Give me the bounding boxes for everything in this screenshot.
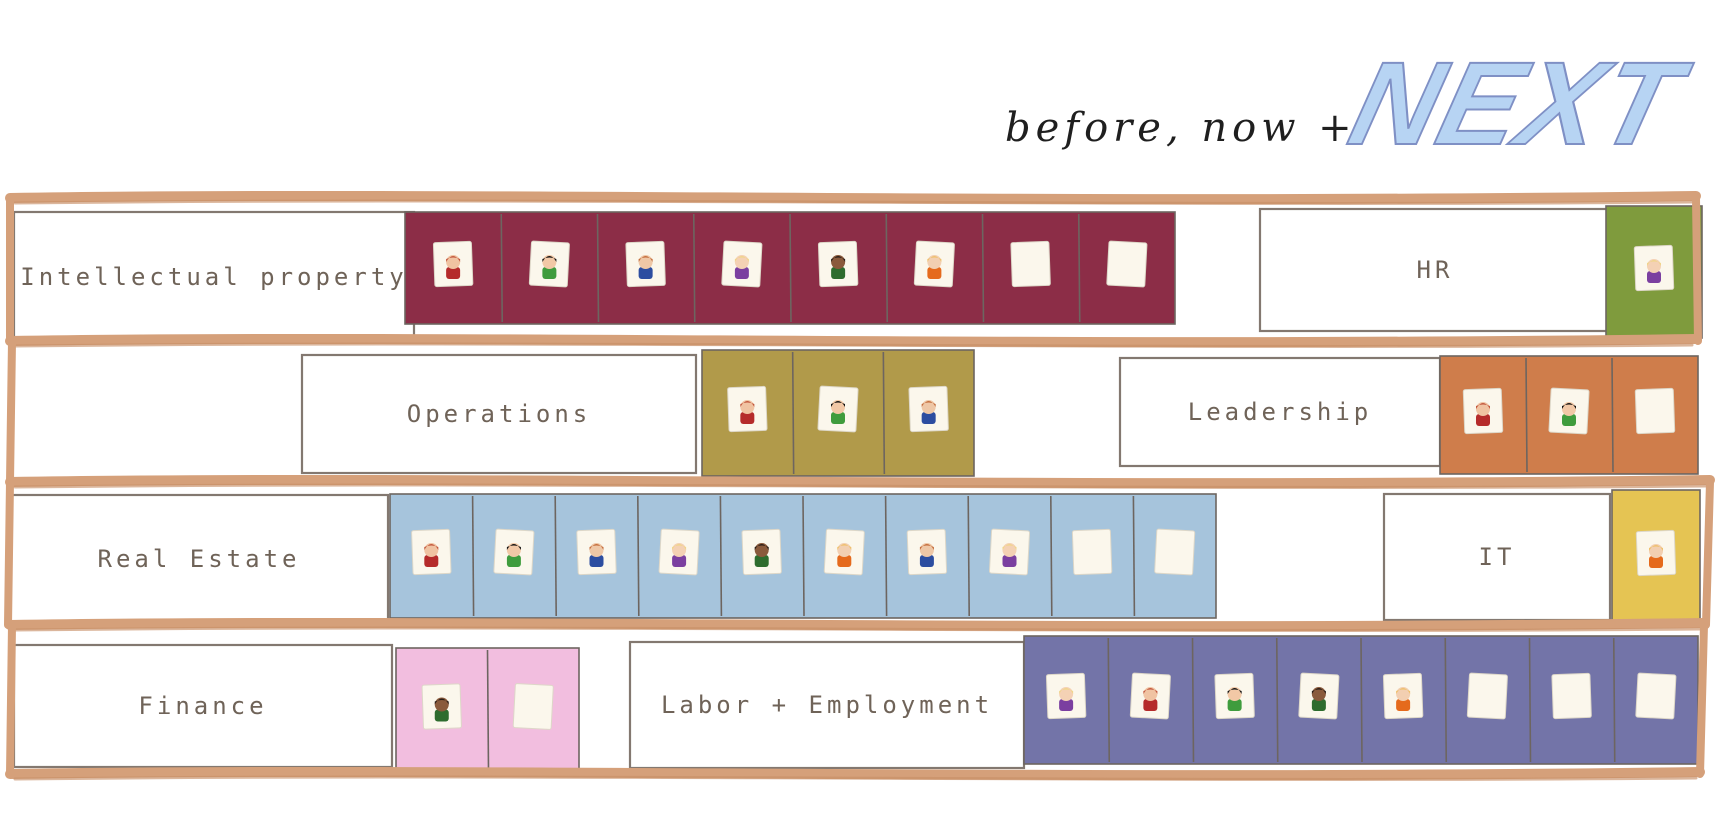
cell-divider bbox=[883, 352, 884, 474]
cell-divider bbox=[1133, 496, 1134, 616]
cell-divider bbox=[1445, 638, 1446, 762]
cell-divider bbox=[1277, 638, 1278, 762]
empty-seat-card bbox=[1636, 673, 1676, 719]
row-label-hr: HR bbox=[1417, 256, 1454, 284]
shelf-side-6 bbox=[1706, 482, 1710, 625]
shelf-plank-5 bbox=[10, 772, 1700, 775]
shelf-plank-4 bbox=[10, 623, 1704, 626]
cell-divider bbox=[1051, 496, 1052, 616]
shelf-side-4 bbox=[10, 625, 12, 774]
empty-seat-card bbox=[1467, 673, 1507, 719]
cell-divider bbox=[1361, 638, 1362, 762]
cell-divider bbox=[1614, 638, 1615, 762]
row-label-ip: Intellectual property bbox=[20, 263, 407, 291]
row-label-operations: Operations bbox=[407, 400, 592, 428]
cell-divider bbox=[555, 496, 556, 616]
row-label-leadership: Leadership bbox=[1188, 398, 1373, 426]
row-label-real-estate: Real Estate bbox=[98, 545, 301, 573]
empty-seat-card bbox=[1552, 673, 1592, 718]
cell-divider bbox=[886, 214, 887, 322]
shelf-plank-2 bbox=[10, 339, 1696, 342]
shelf-side-3 bbox=[8, 482, 10, 625]
shelf-plank-3 bbox=[10, 480, 1710, 483]
shelf-side-5 bbox=[1696, 198, 1698, 341]
cell-divider bbox=[1530, 638, 1531, 762]
row-label-it: IT bbox=[1479, 543, 1516, 571]
cell-divider bbox=[1108, 638, 1109, 762]
cell-divider bbox=[598, 214, 599, 322]
empty-seat-card bbox=[513, 684, 553, 730]
cell-divider bbox=[793, 352, 794, 474]
row-label-finance: Finance bbox=[138, 692, 267, 720]
empty-seat-card bbox=[1011, 241, 1051, 286]
cell-divider bbox=[1193, 638, 1194, 762]
cell-divider bbox=[886, 496, 887, 616]
row-label-labor-employment: Labor + Employment bbox=[661, 691, 993, 719]
empty-seat-card bbox=[1155, 529, 1195, 575]
empty-seat-card bbox=[1635, 388, 1675, 433]
empty-seat-card bbox=[1107, 241, 1147, 287]
cell-divider bbox=[1526, 358, 1527, 472]
empty-seat-card bbox=[1072, 529, 1112, 574]
cell-divider bbox=[720, 496, 721, 616]
cell-divider bbox=[473, 496, 474, 616]
cell-divider bbox=[968, 496, 969, 616]
cell-divider bbox=[983, 214, 984, 322]
cell-divider bbox=[790, 214, 791, 322]
cell-divider bbox=[501, 214, 502, 322]
cell-divider bbox=[1612, 358, 1613, 472]
cell-divider bbox=[488, 650, 489, 771]
shelf-plank-1 bbox=[10, 196, 1696, 199]
cell-divider bbox=[694, 214, 695, 322]
cell-divider bbox=[1079, 214, 1080, 322]
shelf-side-7 bbox=[1700, 625, 1704, 774]
shelf-side-2 bbox=[10, 341, 12, 482]
cell-divider bbox=[638, 496, 639, 616]
cell-divider bbox=[803, 496, 804, 616]
